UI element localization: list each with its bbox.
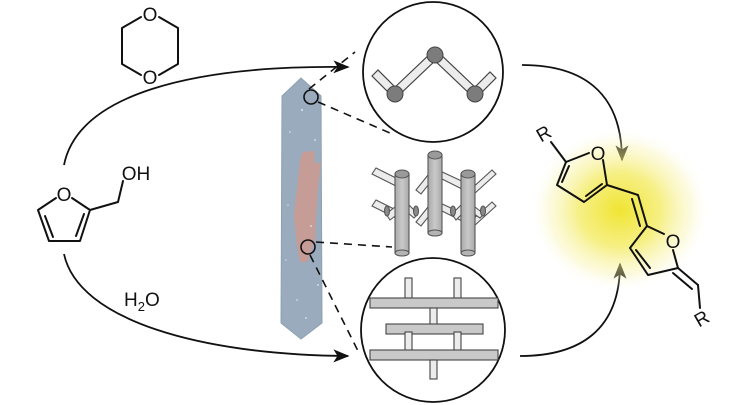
product-r-bottom-bond xyxy=(697,284,701,309)
product-ring1-double-a xyxy=(561,165,570,183)
product-ring2-double xyxy=(635,249,651,269)
probe-marker-bottom xyxy=(300,239,316,255)
furan-ring-bonds xyxy=(37,197,91,242)
water-label: H2O xyxy=(124,290,160,314)
network-cylinders xyxy=(394,150,476,257)
zoom-line-top-upper xyxy=(308,51,356,90)
product-r-top-bond xyxy=(550,141,567,163)
crystal-inclusion xyxy=(294,151,321,262)
product-exocyclic-double xyxy=(672,272,693,290)
zoom-panel-layered xyxy=(360,257,506,403)
product-r-bottom: R xyxy=(691,307,713,332)
layer-bars xyxy=(369,277,499,380)
zoom-panel-network xyxy=(371,150,497,257)
furan-double-bond-right xyxy=(75,213,85,237)
dioxane-left-bonds xyxy=(121,16,142,76)
dioxane-molecule: O O xyxy=(121,5,179,89)
arrow-water-route xyxy=(63,253,350,363)
probe-marker-top xyxy=(303,89,319,105)
product-ring1-bonds xyxy=(556,159,608,203)
zoom-line-bottom-lower xyxy=(309,254,361,356)
product-oxygen-1: O xyxy=(591,144,606,165)
network-caps xyxy=(383,205,487,217)
zoom-panel-zigzag xyxy=(362,1,504,143)
dioxane-oxygen-bottom: O xyxy=(143,68,158,89)
product-oxygen-2: O xyxy=(666,232,681,253)
crystal-edge xyxy=(280,77,323,340)
product-ring1-bond-a xyxy=(565,152,590,163)
dioxane-right-bonds xyxy=(158,16,179,76)
product-bridge-bonds xyxy=(606,184,648,227)
product-ring1-double-b xyxy=(585,183,603,197)
zoom-line-bottom-upper xyxy=(315,241,393,248)
atom-ball-right xyxy=(466,85,484,103)
hydroxyl-label: OH xyxy=(122,164,151,185)
dioxane-oxygen-top: O xyxy=(143,5,158,26)
furan-oxygen: O xyxy=(57,185,72,206)
zoom-circle-top xyxy=(362,1,504,143)
crystal-speckles xyxy=(285,108,319,319)
furan-double-bond-left xyxy=(44,215,54,238)
ch2oh-bonds xyxy=(89,180,124,211)
atom-ball-left xyxy=(386,85,404,103)
crystal-micrograph xyxy=(280,77,323,340)
product-exocyclic-bond xyxy=(677,267,699,286)
atom-ball-center xyxy=(426,46,444,64)
product-molecule: O O R R xyxy=(530,122,713,332)
product-ring2-bonds xyxy=(629,225,679,276)
product-bridge-double xyxy=(631,198,641,227)
arrow-dioxane-route xyxy=(63,60,350,166)
fluorescence-glow xyxy=(530,128,710,292)
furfuryl-alcohol-molecule: O OH xyxy=(37,164,151,242)
product-ring2-bond-a xyxy=(646,225,665,235)
